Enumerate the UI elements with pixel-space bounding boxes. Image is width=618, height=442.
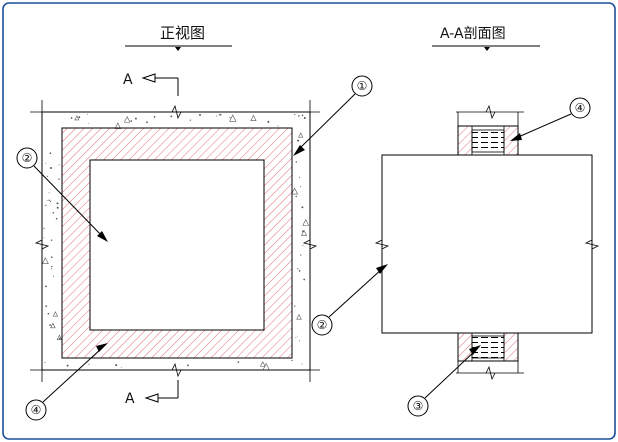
callout-4: ④ xyxy=(25,343,108,421)
svg-text:③: ③ xyxy=(413,399,424,413)
callout-2: ② xyxy=(16,147,108,242)
section-mark-top: A xyxy=(123,72,133,88)
section-callout-3: ③ xyxy=(407,345,481,417)
section-title-pointer xyxy=(484,47,490,51)
section-opening xyxy=(381,154,593,334)
concrete-speckle xyxy=(41,113,310,371)
section-wall-top xyxy=(456,104,524,156)
section-break-left xyxy=(374,239,390,250)
section-mark-bottom: A xyxy=(125,391,135,407)
section-arrow-top xyxy=(141,73,179,96)
title-pointer xyxy=(175,47,181,51)
front-view: 正视图 A A xyxy=(16,24,373,421)
svg-text:②: ② xyxy=(317,318,328,332)
opening xyxy=(89,159,265,331)
section-callout-2: ② xyxy=(311,264,388,336)
sealing-layer-ring xyxy=(62,128,292,358)
callout-1: ① xyxy=(293,75,373,156)
section-view-title: A-A剖面图 xyxy=(440,26,506,42)
section-callout-4: ④ xyxy=(510,97,591,141)
svg-text:②: ② xyxy=(22,151,33,165)
svg-text:①: ① xyxy=(357,79,368,93)
front-view-title: 正视图 xyxy=(160,24,205,42)
section-arrow-bottom xyxy=(144,380,179,403)
svg-text:④: ④ xyxy=(31,403,42,417)
section-view: A-A剖面图 xyxy=(311,26,600,417)
sealing-layer-outer xyxy=(61,127,293,359)
svg-text:④: ④ xyxy=(575,101,586,115)
section-break-right xyxy=(584,239,600,250)
section-wall-bottom xyxy=(456,332,524,381)
